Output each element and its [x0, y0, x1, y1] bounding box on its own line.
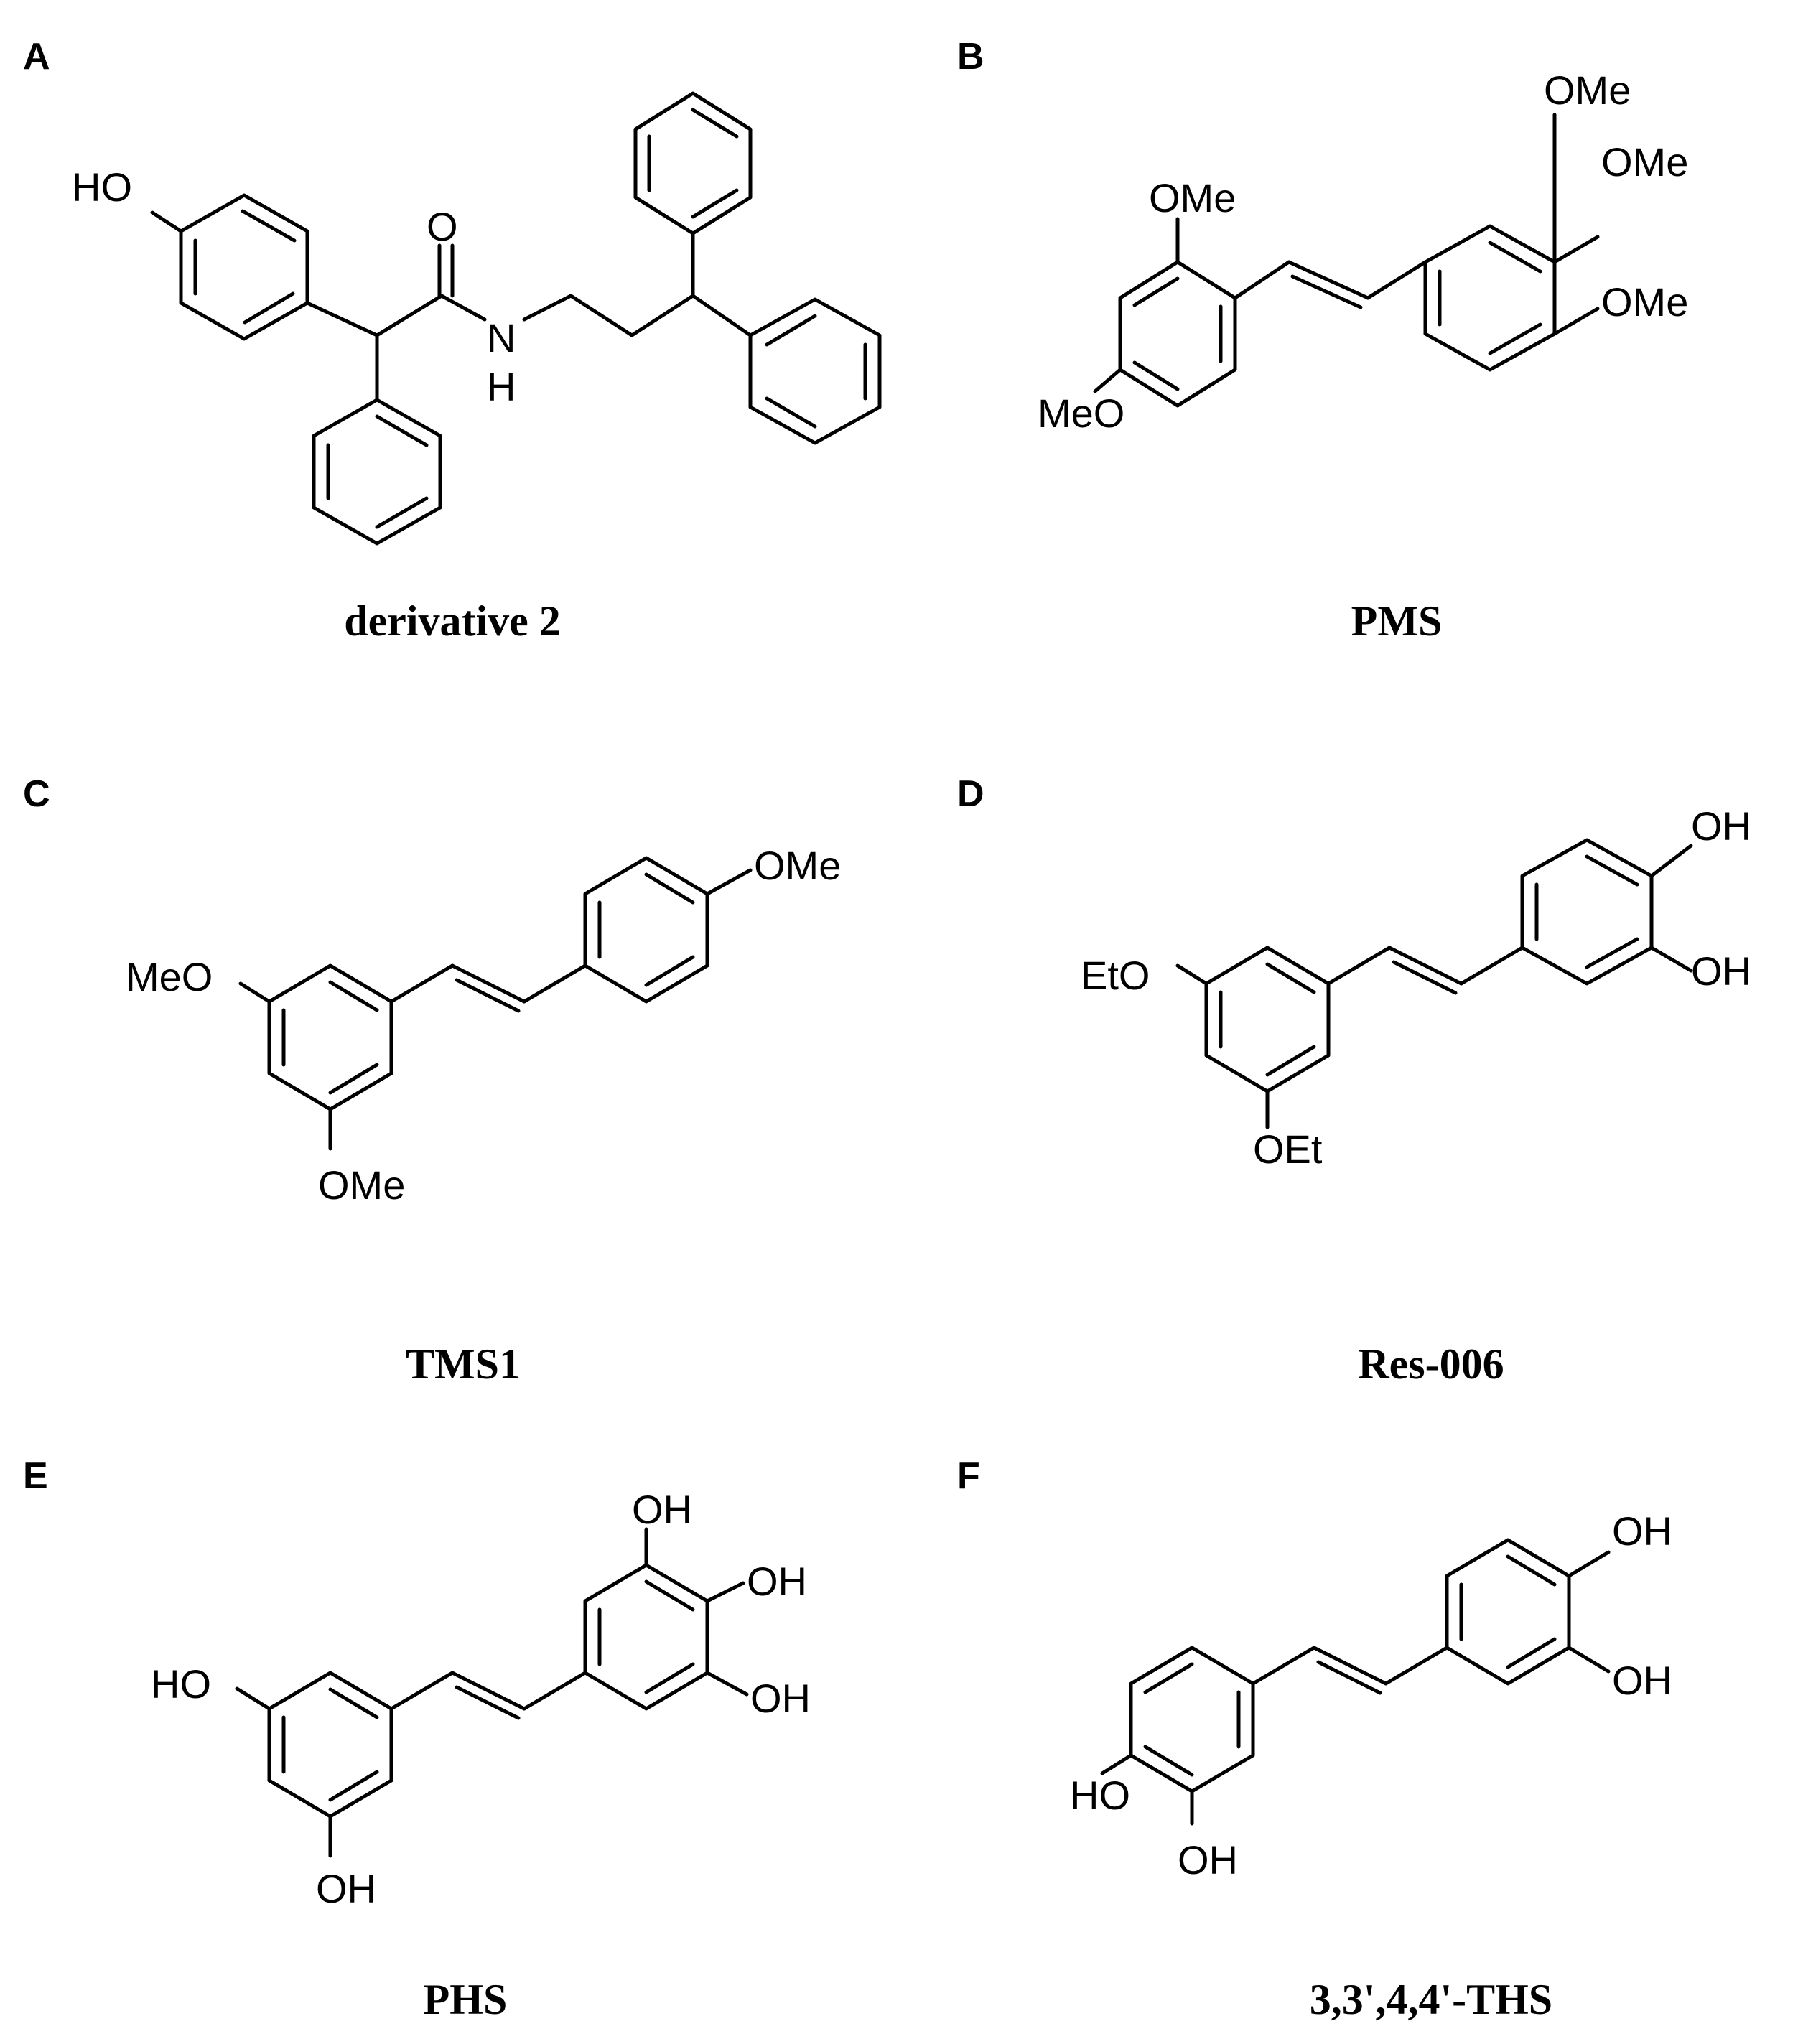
caption-a: derivative 2	[344, 597, 561, 645]
panel-a: A HO O N H	[23, 36, 882, 645]
atom-ome-4p: OMe	[754, 843, 841, 888]
panel-label-b: B	[957, 36, 984, 78]
trimethoxy-ring	[1423, 224, 1557, 372]
catechol-ring-left	[1129, 1646, 1255, 1793]
panel-e: E HO OH OH OH OH PHS	[23, 1455, 811, 2023]
dimethoxy-ring	[1118, 260, 1237, 408]
phenyl-ring-right	[748, 297, 882, 445]
atom-eto-3: EtO	[1081, 953, 1150, 998]
panel-label-f: F	[957, 1455, 980, 1497]
atom-ho-4: HO	[1070, 1773, 1130, 1818]
atom-ome-4: OMe	[1601, 139, 1688, 185]
atom-ome-5: OMe	[318, 1162, 405, 1208]
catechol-ring	[1520, 838, 1654, 986]
atom-ho-3: HO	[151, 1661, 211, 1707]
atom-oh-5: OH	[316, 1866, 376, 1911]
panel-b: B OMe MeO OMe OMe OMe PMS	[957, 36, 1688, 645]
catechol-ring-right	[1445, 1538, 1571, 1686]
panel-label-d: D	[957, 773, 984, 815]
atom-ome-5: OMe	[1601, 279, 1688, 325]
caption-e: PHS	[424, 1976, 508, 2023]
resorcinol-ring	[267, 1671, 393, 1819]
caption-b: PMS	[1351, 597, 1443, 645]
atom-oet-5: OEt	[1253, 1126, 1323, 1172]
atom-oh-3: OH	[1178, 1837, 1238, 1882]
atom-oh-3p: OH	[632, 1487, 692, 1532]
atom-oh-5p: OH	[750, 1676, 811, 1721]
pyrogallol-ring	[583, 1563, 709, 1711]
panel-label-c: C	[23, 773, 50, 815]
methoxyphenyl-ring	[583, 856, 709, 1004]
diethoxy-ring	[1204, 946, 1331, 1093]
atom-oh-3p: OH	[1691, 948, 1751, 994]
caption-c: TMS1	[406, 1340, 521, 1388]
caption-f: 3,3',4,4'-THS	[1310, 1976, 1552, 2023]
atom-carbonyl-o: O	[427, 204, 458, 249]
panel-c: C MeO OMe OMe TMS1	[23, 773, 841, 1388]
panel-label-e: E	[23, 1455, 48, 1497]
panel-d: D EtO OEt OH OH Res-006	[957, 773, 1751, 1388]
atom-nh-h: H	[487, 364, 516, 409]
caption-d: Res-006	[1358, 1340, 1504, 1388]
atom-ome-3: OMe	[1544, 67, 1631, 113]
atom-oh-4p: OH	[1612, 1508, 1672, 1554]
panel-f: F HO OH OH OH 3,3',4,4'-THS	[957, 1455, 1672, 2023]
atom-ho: HO	[72, 164, 132, 210]
atom-oh-4p: OH	[747, 1559, 807, 1604]
atom-meo-3: MeO	[126, 954, 213, 999]
atom-n: N	[487, 315, 516, 360]
atom-meo-para: MeO	[1038, 391, 1124, 436]
atom-oh-4p: OH	[1691, 803, 1751, 849]
phenyl-ring-lower	[312, 398, 442, 546]
dimethoxy-ring	[267, 963, 393, 1111]
atom-ome-ortho: OMe	[1149, 175, 1236, 220]
atom-oh-3p: OH	[1612, 1658, 1672, 1703]
phenyl-ring-upper	[633, 91, 753, 235]
panel-label-a: A	[23, 36, 50, 78]
phenol-ring	[179, 193, 309, 341]
